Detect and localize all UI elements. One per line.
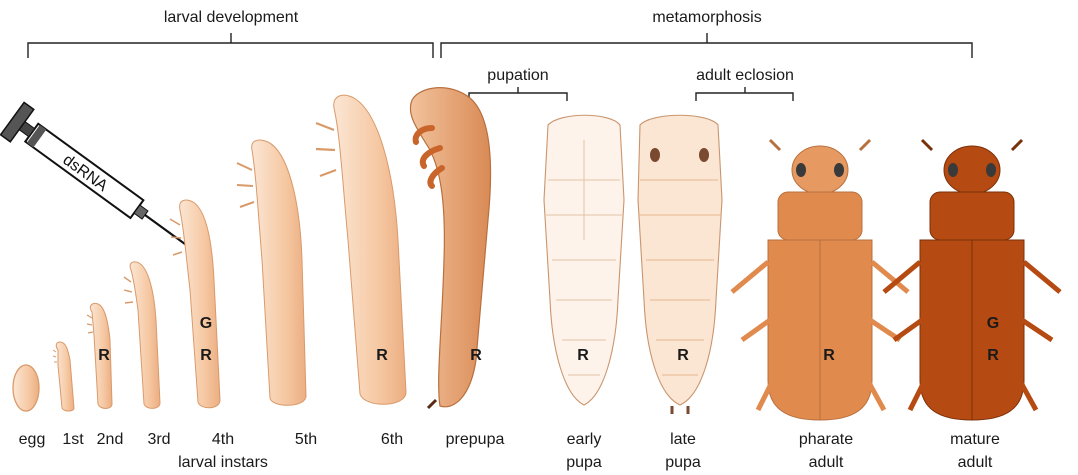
pharate-adult-label-line1: pharate <box>799 431 853 448</box>
mature-adult-label-line1: mature <box>950 431 1000 448</box>
larva-6th <box>316 95 406 404</box>
mature-adult-shape <box>884 140 1060 420</box>
adult-eclosion-bracket: adult eclosion <box>696 67 794 101</box>
instar-3rd-label: 3rd <box>147 431 170 448</box>
late-pupa-label-line1: late <box>670 431 696 448</box>
g-marker-mature-adult: G <box>987 315 999 332</box>
r-marker-mature-adult: R <box>987 347 999 364</box>
egg-label: egg <box>19 431 46 448</box>
metamorphosis-label: metamorphosis <box>652 9 761 26</box>
adult-eclosion-label: adult eclosion <box>696 67 794 84</box>
larva-3rd <box>124 262 160 409</box>
g-marker-4th: G <box>200 315 212 332</box>
late-pupa-label-line2: pupa <box>665 454 701 471</box>
syringe-icon: dsRNA <box>1 102 206 266</box>
late-pupa-shape <box>638 115 722 414</box>
pharate-adult-label-line2: adult <box>809 454 844 471</box>
r-marker-2nd: R <box>98 347 110 364</box>
instar-4th-label: 4th <box>212 431 234 448</box>
early-pupa-label-line1: early <box>567 431 602 448</box>
r-marker-early-pupa: R <box>577 347 589 364</box>
larva-5th <box>237 140 306 405</box>
larva-4th <box>170 200 220 408</box>
pupation-bracket: pupation <box>469 67 567 101</box>
larval-development-label: larval development <box>164 9 299 26</box>
pupation-label: pupation <box>487 67 548 84</box>
r-marker-4th: R <box>200 347 212 364</box>
instar-6th-label: 6th <box>381 431 403 448</box>
larva-1st <box>53 342 74 411</box>
egg-shape <box>13 365 39 411</box>
r-marker-6th: R <box>376 347 388 364</box>
larval-development-bracket: larval development <box>28 9 433 58</box>
r-marker-prepupa: R <box>470 347 482 364</box>
instar-1st-label: 1st <box>62 431 84 448</box>
pharate-adult-shape <box>732 140 908 420</box>
instar-5th-label: 5th <box>295 431 317 448</box>
prepupa-label: prepupa <box>446 431 505 448</box>
r-marker-late-pupa: R <box>677 347 689 364</box>
mature-adult-label-line2: adult <box>958 454 993 471</box>
instar-2nd-label: 2nd <box>97 431 124 448</box>
r-marker-pharate-adult: R <box>823 347 835 364</box>
early-pupa-label-line2: pupa <box>566 454 602 471</box>
larval-instars-label: larval instars <box>178 454 268 471</box>
metamorphosis-bracket: metamorphosis <box>441 9 972 58</box>
